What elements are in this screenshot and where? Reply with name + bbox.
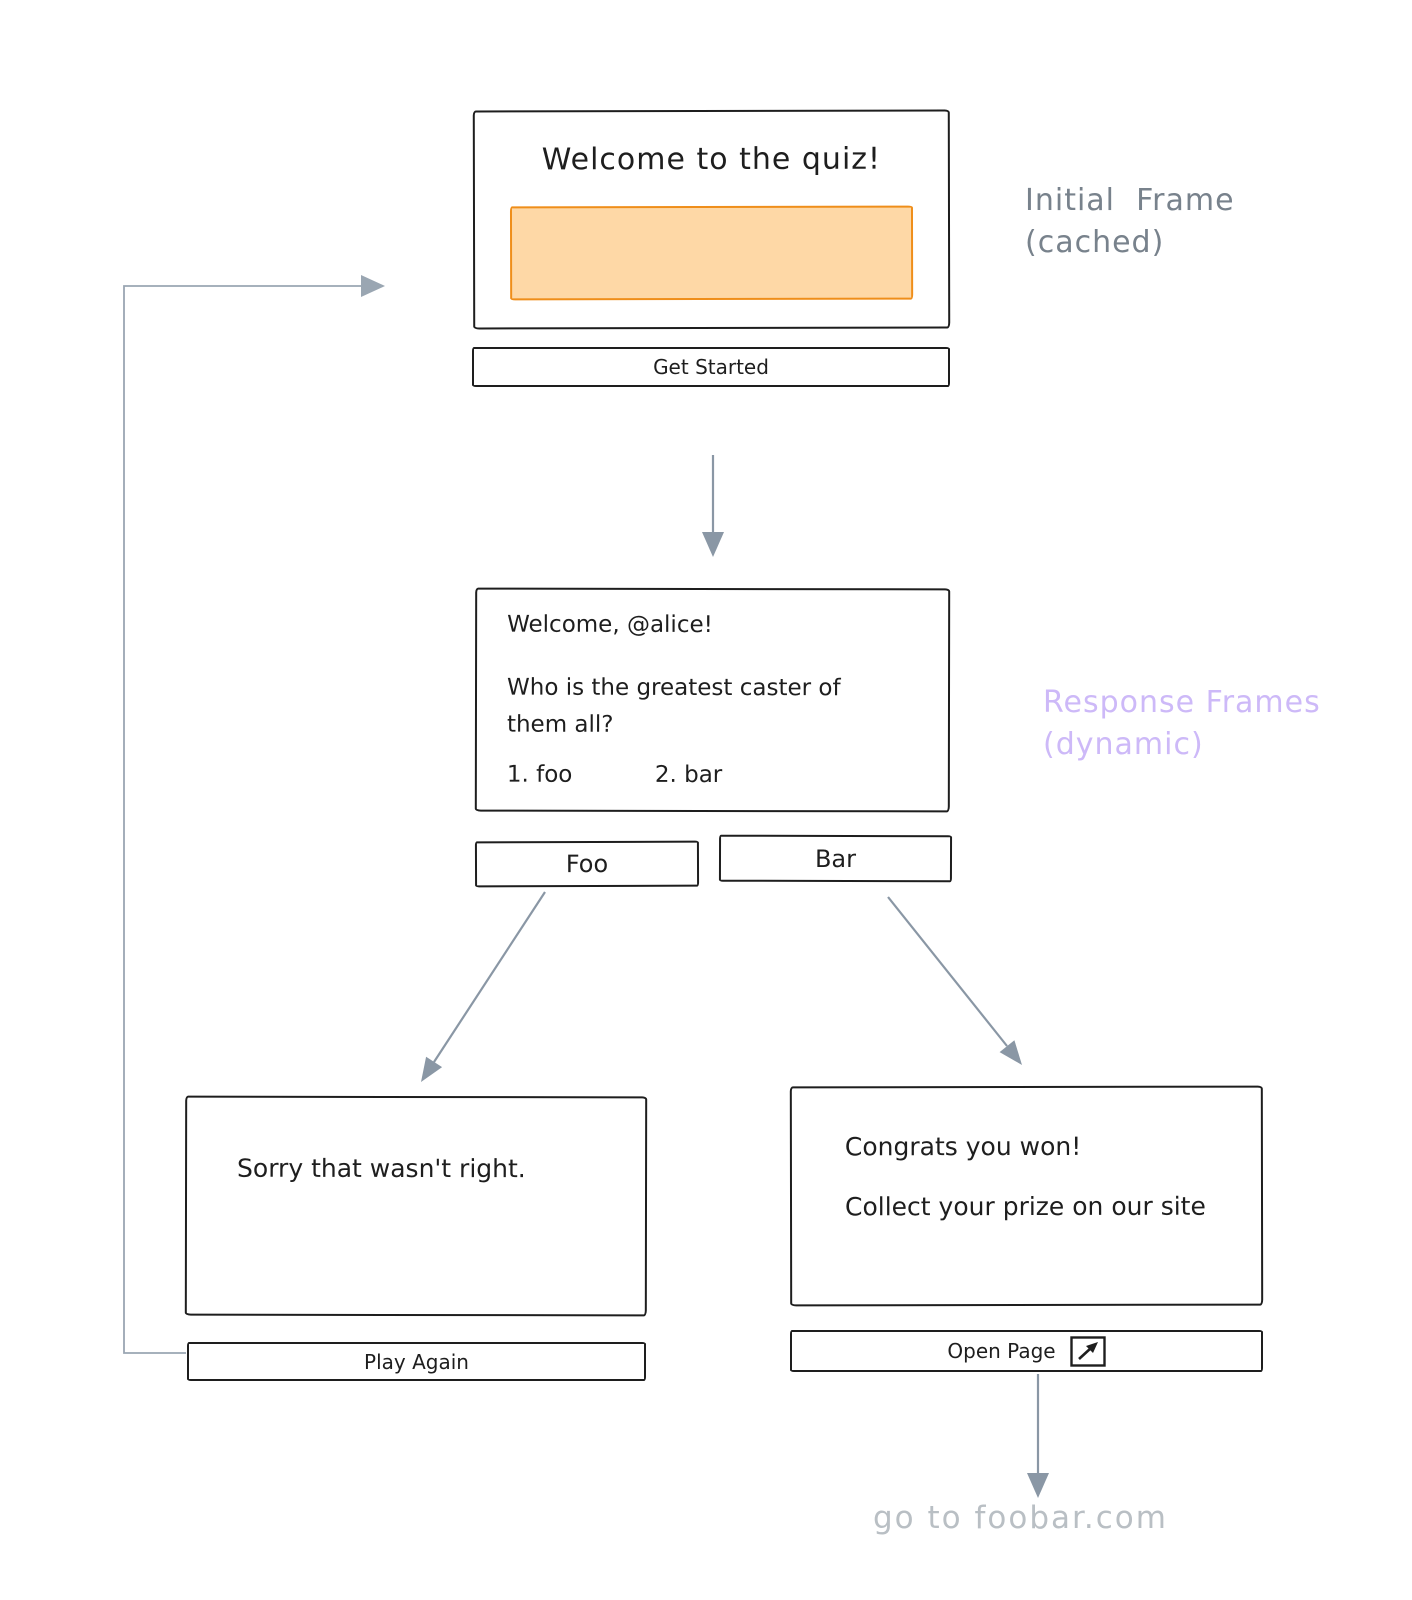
wrong-answer-frame: Sorry that wasn't right. [184, 1095, 648, 1317]
open-page-label: Open Page [947, 1339, 1056, 1363]
annotation-response-line2: (dynamic) [1043, 727, 1204, 762]
bar-button[interactable]: Bar [718, 834, 953, 883]
get-started-button[interactable]: Get Started [472, 347, 950, 387]
foo-button[interactable]: Foo [474, 840, 700, 888]
annotation-initial-frame: Initial Frame (cached) [1025, 180, 1235, 264]
get-started-label: Get Started [653, 355, 769, 379]
bar-button-label: Bar [814, 844, 857, 873]
win-message-1: Congrats you won! [844, 1131, 1082, 1162]
option-1-text: 1. foo [506, 761, 573, 788]
play-again-button[interactable]: Play Again [187, 1342, 646, 1381]
option-2-text: 2. bar [654, 761, 723, 789]
initial-frame: Welcome to the quiz! [472, 109, 951, 330]
footer-link-text: go to foobar.com [873, 1500, 1168, 1536]
question-line1: Who is the greatest caster of [506, 674, 841, 702]
arrow-openpage-to-site [1027, 1374, 1049, 1498]
annotation-initial-line2: (cached) [1025, 225, 1165, 260]
arrow-bar-to-win [887, 896, 1022, 1065]
question-line2: them all? [506, 711, 614, 738]
quiz-image-placeholder [509, 205, 914, 301]
open-page-button[interactable]: Open Page [790, 1330, 1263, 1372]
foo-button-label: Foo [565, 849, 609, 879]
external-link-icon [1069, 1335, 1106, 1367]
arrow-initial-to-question [702, 455, 724, 557]
annotation-response-line1: Response Frames [1043, 685, 1321, 720]
annotation-response-frames: Response Frames (dynamic) [1043, 682, 1321, 766]
play-again-label: Play Again [364, 1349, 469, 1374]
arrow-foo-to-wrong [421, 891, 546, 1082]
win-message-2: Collect your prize on our site [844, 1191, 1206, 1222]
win-frame: Congrats you won! Collect your prize on … [789, 1085, 1264, 1307]
question-text: Who is the greatest caster of them all? [507, 670, 917, 745]
wrong-message: Sorry that wasn't right. [237, 1153, 526, 1184]
annotation-initial-line1: Initial Frame [1025, 183, 1235, 218]
initial-frame-title: Welcome to the quiz! [541, 141, 882, 178]
question-frame: Welcome, @alice! Who is the greatest cas… [474, 587, 951, 813]
greeting-text: Welcome, @alice! [507, 611, 713, 639]
